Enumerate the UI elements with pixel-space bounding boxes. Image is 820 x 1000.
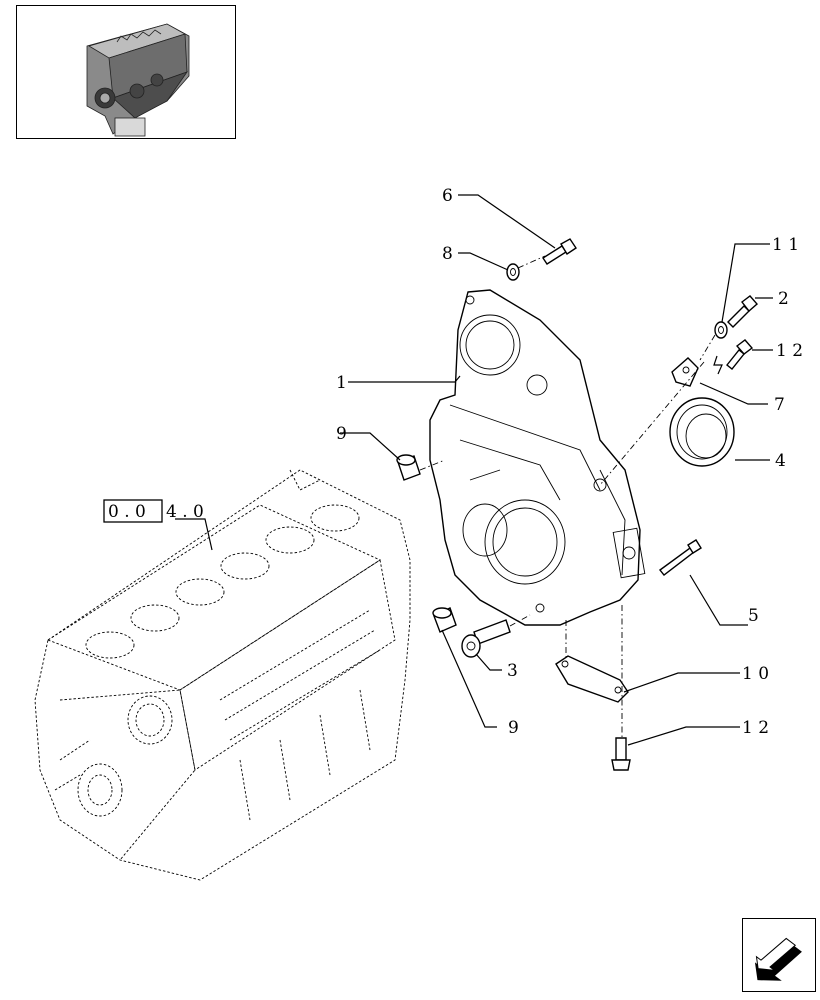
callout-2: 2 <box>778 289 789 309</box>
callout-11: 1 1 <box>772 235 799 255</box>
callout-12-upper: 1 2 <box>776 341 803 361</box>
reference-label: 0 . 0 4 . 0 <box>103 499 204 523</box>
flywheel-housing-cover <box>429 289 646 626</box>
bolt-6 <box>542 238 577 265</box>
plate-7 <box>671 357 699 387</box>
washer-11 <box>714 321 728 339</box>
bolt-2 <box>727 295 758 328</box>
sleeve-9-upper <box>396 454 421 481</box>
callout-7: 7 <box>774 395 785 415</box>
bolt-5 <box>658 539 702 576</box>
sleeve-9-lower <box>432 607 457 633</box>
engine-thumbnail <box>16 5 236 139</box>
callout-9-upper: 9 <box>336 424 347 444</box>
seal-4 <box>669 397 735 467</box>
callout-9-lower: 9 <box>508 718 519 738</box>
washer-8 <box>506 263 520 281</box>
bolt-12-lower <box>611 737 631 771</box>
bolt-3 <box>461 619 511 658</box>
reference-boxed-text: 0 . 0 <box>108 502 146 522</box>
callout-6: 6 <box>442 186 453 206</box>
reference-suffix-text: 4 . 0 <box>166 502 204 522</box>
next-page-button[interactable] <box>742 918 816 992</box>
callout-3: 3 <box>507 661 518 681</box>
cover-plate-10 <box>555 655 629 703</box>
callout-1: 1 <box>336 373 347 393</box>
callout-5: 5 <box>748 606 759 626</box>
callout-10: 1 0 <box>742 664 769 684</box>
callout-8: 8 <box>442 244 453 264</box>
next-page-arrow-icon <box>754 937 802 981</box>
alignment-lines <box>419 255 716 738</box>
callout-12-lower: 1 2 <box>742 718 769 738</box>
engine-thumbnail-icon <box>86 23 190 137</box>
leader-lines <box>175 194 773 746</box>
engine-block <box>34 469 411 881</box>
bolt-12-upper <box>726 339 754 370</box>
callout-4: 4 <box>775 451 786 471</box>
callouts: 1 2 3 4 5 6 7 8 9 9 1 0 1 1 1 2 1 2 <box>336 186 803 738</box>
